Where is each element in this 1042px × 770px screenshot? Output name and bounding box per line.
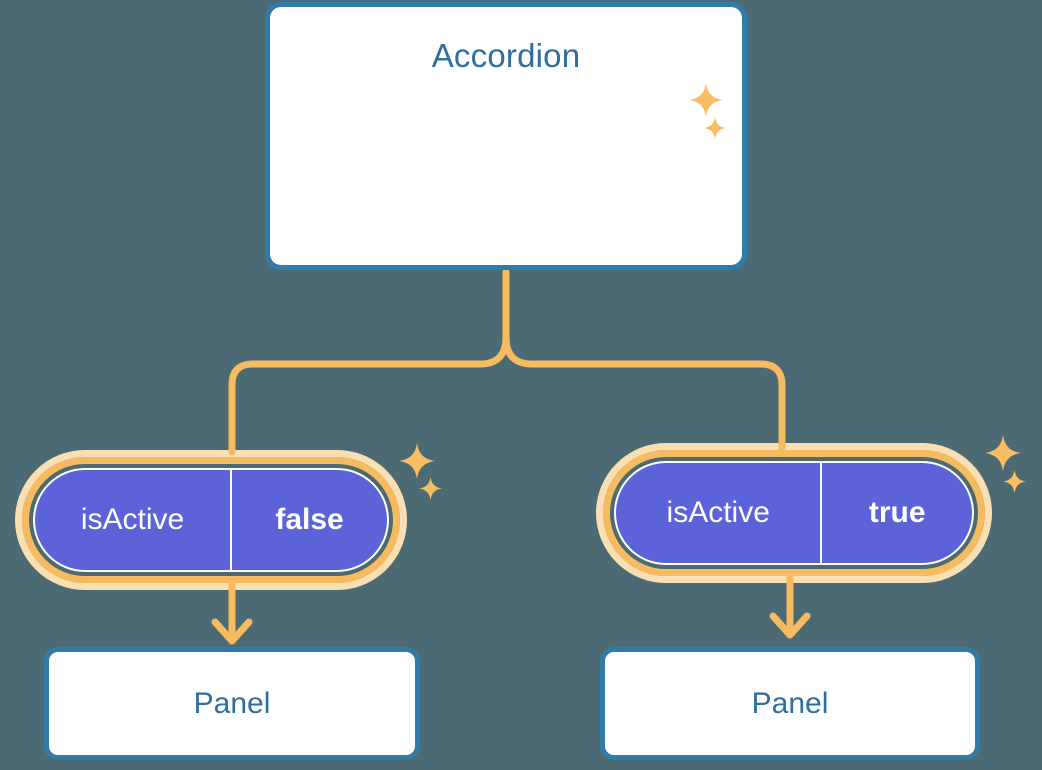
state-pill-inner: isActive false xyxy=(33,468,389,572)
arrow-down-icon-right xyxy=(769,612,811,639)
state-value-label: true xyxy=(868,496,926,529)
arrow-down-icon-left xyxy=(211,618,253,645)
state-key-label: isActive xyxy=(616,463,823,563)
page-title: Accordion xyxy=(431,37,581,74)
state-pill-is-active-true[interactable]: isActive true xyxy=(596,443,992,583)
sparkle-icon xyxy=(1003,470,1026,493)
state-pill-body: isActive false xyxy=(15,450,407,590)
sparkle-icon xyxy=(399,443,435,479)
panel-title: Panel xyxy=(751,686,829,720)
component-card-panel-right[interactable]: Panel xyxy=(600,647,980,760)
sparkle-icon xyxy=(985,435,1021,471)
state-pill-is-active-false[interactable]: isActive false xyxy=(15,450,407,590)
component-card-accordion[interactable]: Accordion xyxy=(265,2,747,270)
panel-title: Panel xyxy=(193,686,271,720)
state-pill-inner: isActive true xyxy=(614,461,974,565)
connector-branch-right xyxy=(502,333,786,456)
state-value-label: false xyxy=(275,503,344,536)
sparkle-icon xyxy=(419,477,442,500)
connector-branch-left xyxy=(228,333,510,456)
state-pill-body: isActive true xyxy=(596,443,992,583)
component-card-panel-left[interactable]: Panel xyxy=(44,647,420,760)
state-key-label: isActive xyxy=(35,470,233,570)
